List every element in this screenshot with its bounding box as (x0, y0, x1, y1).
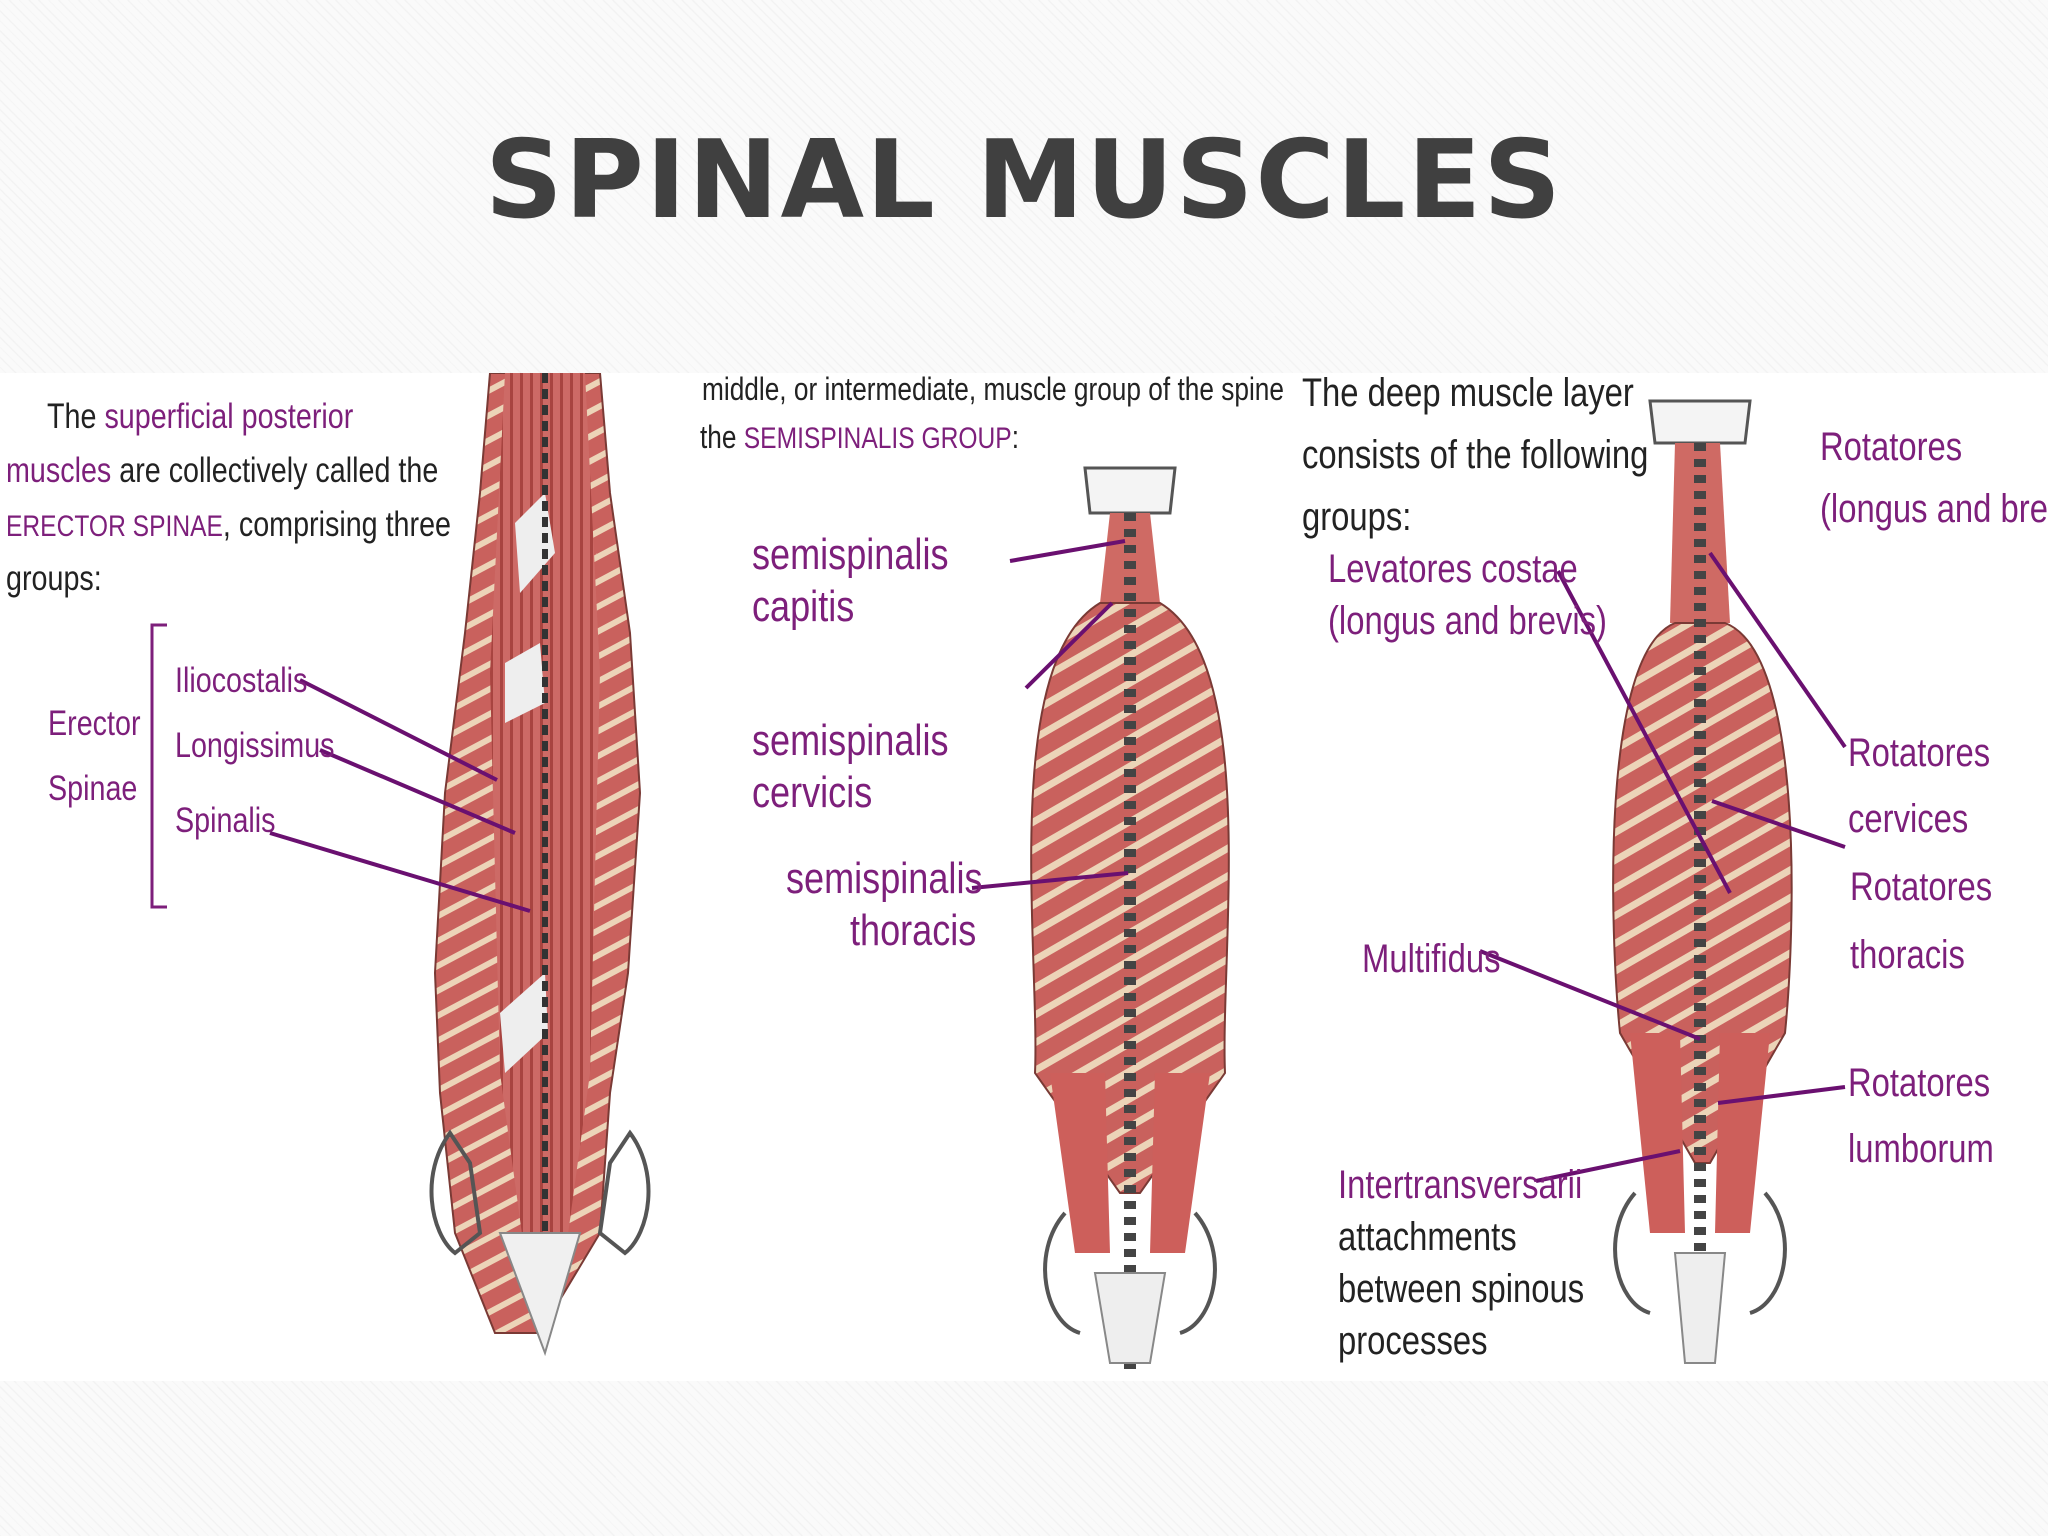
erector-intro-line-4: groups: (6, 559, 102, 598)
deep-intro-line-1: The deep muscle layer (1302, 371, 1634, 415)
deep-layer-leader-lines (1479, 551, 1847, 1183)
thoracis-leader-line (971, 871, 1129, 890)
erector-spinae-panel: The superficial posterior muscles are co… (0, 373, 700, 1381)
intertransversarii-leader-line (1535, 1149, 1681, 1183)
rotatores-thoracis-label-2: thoracis (1850, 933, 1965, 977)
levatores-leader-line (1556, 570, 1732, 894)
intertransversarii-desc-1: attachments (1338, 1215, 1517, 1259)
multifidus-label: Multifidus (1362, 937, 1501, 981)
spine-and-ribcage (1030, 466, 1230, 1373)
rotatores-cervices-label-1: Rotatores (1848, 731, 1991, 775)
iliocostalis-leader-line (299, 678, 498, 782)
rotatores-thoracis-leader-line (1711, 799, 1846, 849)
semispinalis-intro-line-2: the SEMISPINALIS GROUP: (700, 419, 1019, 455)
erector-spinae-leader-lines (269, 678, 531, 913)
longissimus-leader-line (319, 748, 516, 835)
deep-layer-panel: The deep muscle layer consists of the fo… (1300, 373, 2048, 1381)
deep-intro-line-3: groups: (1302, 495, 1412, 539)
intertransversarii-label: Intertransversarii (1338, 1163, 1583, 1207)
semispinalis-cervicis-label-2: cervicis (752, 768, 873, 817)
intertransversarii-desc-3: processes (1338, 1319, 1488, 1363)
deep-intro-line-2: consists of the following (1302, 433, 1649, 477)
rotatores-lumborum-label-2: lumborum (1848, 1127, 1994, 1171)
semispinalis-cervicis-label-1: semispinalis (752, 716, 949, 765)
levatores-costae-label-1: Levatores costae (1328, 547, 1578, 591)
levatores-costae-label-2: (longus and brevis) (1328, 599, 1607, 643)
erector-group-label-2: Spinae (48, 769, 138, 808)
semispinalis-thoracis-label-1: semispinalis (786, 854, 983, 903)
rotatores-cervices-label-2: cervices (1848, 797, 1969, 841)
rotatores-lumborum-leader-line (1717, 1085, 1846, 1105)
capitis-leader-line (1009, 539, 1126, 563)
multifidus-leader-line (1479, 949, 1701, 1041)
semispinalis-intro-line-1: middle, or intermediate, muscle group of… (702, 371, 1284, 407)
erector-intro-line-1: The superficial posterior (47, 397, 354, 436)
back-torso (429, 373, 651, 1357)
rotatores-label-2: (longus and brevis) (1820, 487, 2048, 531)
intertransversarii-desc-2: between spinous (1338, 1267, 1585, 1311)
slide-title: SPINAL MUSCLES (484, 118, 1564, 243)
erector-spinae-illustration (150, 373, 651, 1357)
spinalis-leader-line (269, 831, 531, 913)
cervicis-leader-line (1024, 601, 1114, 690)
deep-spine-and-ribcage (1612, 399, 1793, 1364)
deep-layer-illustration (1479, 399, 1847, 1364)
longissimus-label: Longissimus (175, 726, 335, 765)
semispinalis-capitis-label-1: semispinalis (752, 530, 949, 579)
semispinalis-leader-lines (971, 539, 1129, 890)
semispinalis-thoracis-label-2: thoracis (850, 906, 977, 955)
erector-intro-line-2: muscles are collectively called the (6, 451, 439, 490)
erector-spinae-bracket (150, 623, 167, 909)
iliocostalis-label: Iliocostalis (175, 661, 308, 700)
semispinalis-capitis-label-2: capitis (752, 582, 855, 631)
spinalis-label: Spinalis (175, 801, 276, 840)
erector-intro-line-3: ERECTOR SPINAE, comprising three (6, 505, 452, 544)
rotatores-thoracis-label-1: Rotatores (1850, 865, 1993, 909)
semispinalis-panel: middle, or intermediate, muscle group of… (700, 373, 1300, 1381)
rotatores-cervices-leader-line (1708, 551, 1847, 749)
rotatores-lumborum-label-1: Rotatores (1848, 1061, 1991, 1105)
rotatores-label-1: Rotatores (1820, 425, 1963, 469)
erector-group-label-1: Erector (48, 704, 141, 743)
semispinalis-illustration (971, 466, 1230, 1373)
